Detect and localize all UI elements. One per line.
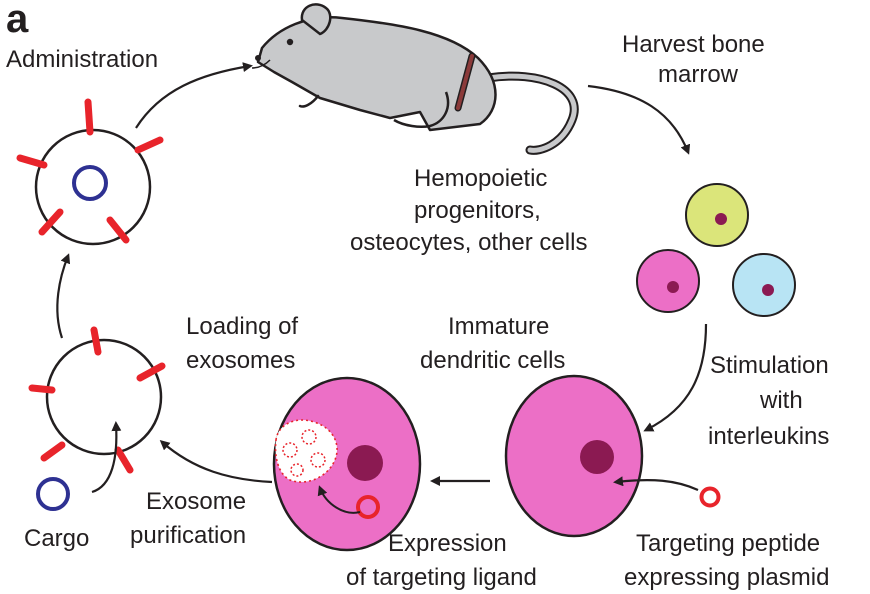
pink-cell-icon <box>636 249 700 313</box>
arrow-loading-up <box>56 253 71 339</box>
label-cargo: Cargo <box>24 525 89 552</box>
exosome-icon <box>28 326 166 474</box>
label-administration: Administration <box>6 46 158 73</box>
arrow-cargo-loading <box>91 421 122 494</box>
label-expression-line2: of targeting ligand <box>346 564 537 591</box>
panel-label: a <box>6 0 29 41</box>
ligand-expressing-cell-icon <box>272 376 422 552</box>
label-harvest-line1: Harvest bone <box>622 31 765 58</box>
label-progenitors-line2: progenitors, <box>414 197 541 224</box>
arrow-stimulation <box>643 323 708 432</box>
plasmid-icon <box>699 486 721 508</box>
bone-marrow-cells <box>636 183 796 317</box>
mouse-icon <box>251 3 579 155</box>
label-loading-line2: exosomes <box>186 347 295 374</box>
label-purification-line1: Exosome <box>146 488 246 515</box>
arrow-harvest <box>587 84 691 155</box>
label-plasmid-line1: Targeting peptide <box>636 530 820 557</box>
label-loading-line1: Loading of <box>186 313 298 340</box>
label-immature-line1: Immature <box>448 313 549 340</box>
cycle-arrows <box>56 62 708 494</box>
label-progenitors-line3: osteocytes, other cells <box>350 229 587 256</box>
label-purification-line2: purification <box>130 522 246 549</box>
green-cell-icon <box>685 183 749 247</box>
label-harvest-line2: marrow <box>658 61 739 88</box>
internal-plasmid-icon <box>356 495 380 519</box>
label-progenitors-line1: Hemopoietic <box>414 165 547 192</box>
label-stimulation-line3: interleukins <box>708 423 829 450</box>
arrow-plasmid-entry <box>613 476 699 492</box>
label-immature-line2: dendritic cells <box>420 347 565 374</box>
label-expression-line1: Expression <box>388 530 507 557</box>
arrow-administration <box>135 62 253 129</box>
bone-icon <box>454 52 476 112</box>
label-stimulation-line2: with <box>759 387 803 414</box>
arrow-purification <box>159 440 273 484</box>
label-stimulation-line1: Stimulation <box>710 352 829 379</box>
loaded-exosome-icon <box>16 98 164 246</box>
blue-cell-icon <box>732 253 796 317</box>
cargo-icon <box>36 477 70 511</box>
label-plasmid-line2: expressing plasmid <box>624 564 829 591</box>
budding-exosomes-icon <box>274 419 338 483</box>
dendritic-cell-icon <box>504 374 644 538</box>
